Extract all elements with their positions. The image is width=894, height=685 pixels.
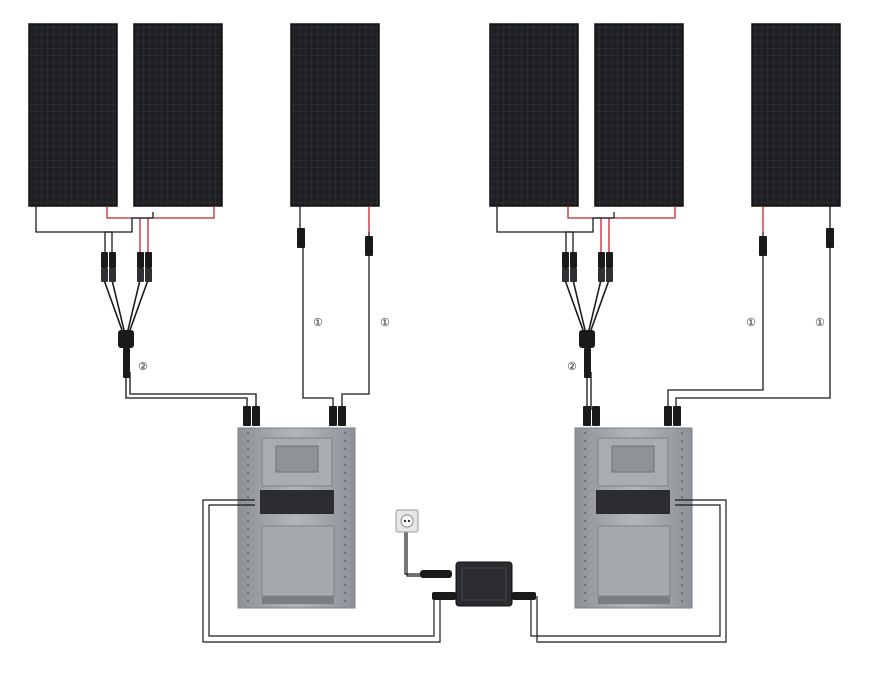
solar-panel-icon: [751, 23, 841, 207]
battery-unit-icon: [574, 427, 693, 609]
cable-label-1: ①: [313, 316, 323, 329]
mc4-connectors-right: [562, 228, 834, 426]
cable-label-1: ①: [380, 316, 390, 329]
solar-panel-icon: [290, 23, 380, 207]
cable-label-2: ②: [567, 360, 577, 373]
solar-panel-icon: [594, 23, 684, 207]
y-branch-connector-icon: [579, 330, 595, 378]
solar-panels: [28, 23, 841, 207]
wall-socket-icon: [395, 509, 419, 533]
mc4-connectors-left: [101, 228, 373, 426]
solar-panel-icon: [133, 23, 223, 207]
cable-label-2: ②: [138, 360, 148, 373]
microinverter-icon: [420, 561, 536, 607]
cable-label-1: ①: [746, 316, 756, 329]
solar-panel-icon: [489, 23, 579, 207]
y-branch-connector-icon: [118, 330, 134, 378]
left-parallel-wiring: [35, 206, 370, 410]
right-parallel-wiring: [496, 206, 831, 410]
battery-unit-icon: [237, 427, 356, 609]
solar-panel-icon: [28, 23, 118, 207]
cable-label-1: ①: [815, 316, 825, 329]
